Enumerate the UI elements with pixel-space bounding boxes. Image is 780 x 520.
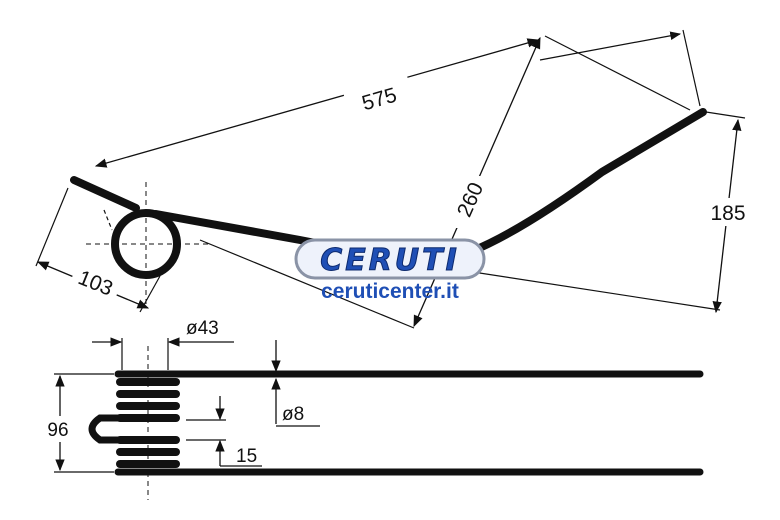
plan-view: ø43 96 ø8 15 bbox=[38, 318, 704, 500]
dim-575-line bbox=[94, 38, 540, 168]
dim-575-ext bbox=[544, 35, 691, 111]
dim-96-label: 96 bbox=[47, 420, 68, 441]
dim-15-label: 15 bbox=[236, 446, 257, 467]
brand-badge bbox=[294, 238, 486, 280]
dim-185-ext bbox=[459, 269, 721, 311]
website-url: ceruticenter.it bbox=[321, 280, 459, 303]
watermark: CERUTI ceruticenter.it bbox=[294, 238, 486, 303]
dim-103-ext1 bbox=[35, 187, 69, 267]
tine-extension bbox=[103, 209, 113, 231]
short-tine bbox=[70, 176, 140, 212]
dim-260-ext3 bbox=[682, 29, 701, 107]
dim-185-ext-top bbox=[705, 111, 746, 119]
dim-43-label: ø43 bbox=[186, 318, 219, 339]
dim-8-label: ø8 bbox=[282, 404, 304, 425]
brand-logo-text: CERUTI bbox=[320, 243, 460, 278]
dim-103-ext2 bbox=[139, 275, 161, 313]
dim-185-label: 185 bbox=[710, 202, 745, 225]
plan-u-loop bbox=[88, 414, 142, 444]
dim-260-ext bbox=[199, 239, 415, 329]
dim-260-ext2 bbox=[539, 31, 682, 61]
long-tine bbox=[152, 108, 707, 260]
